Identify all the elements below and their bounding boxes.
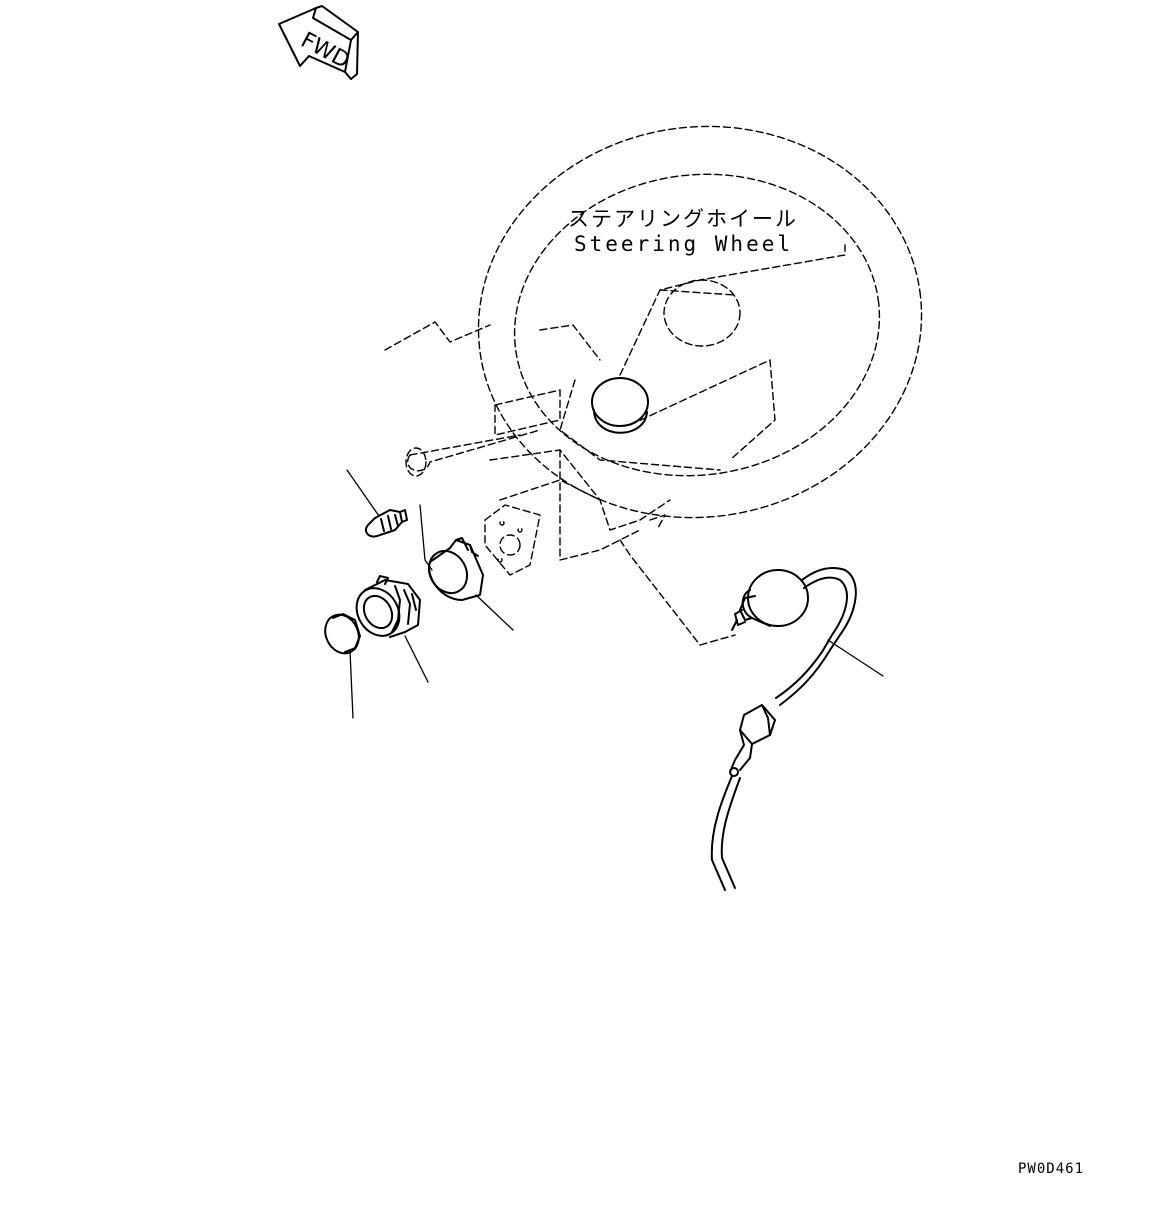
- drawing-code: PW0D461: [1018, 1161, 1085, 1177]
- steering-wheel-label-english: Steering Wheel: [574, 232, 794, 256]
- screw: [346, 469, 433, 571]
- steering-column: [384, 321, 736, 646]
- fwd-arrow: FWD: [278, 5, 359, 80]
- switch-harness: [710, 567, 884, 891]
- knob-cap: [324, 613, 361, 719]
- steering-wheel: [477, 125, 923, 519]
- mounting-bracket: [427, 537, 514, 631]
- switch-knob: [355, 575, 429, 683]
- steering-wheel-label-japanese: ステアリングホイール: [568, 207, 798, 231]
